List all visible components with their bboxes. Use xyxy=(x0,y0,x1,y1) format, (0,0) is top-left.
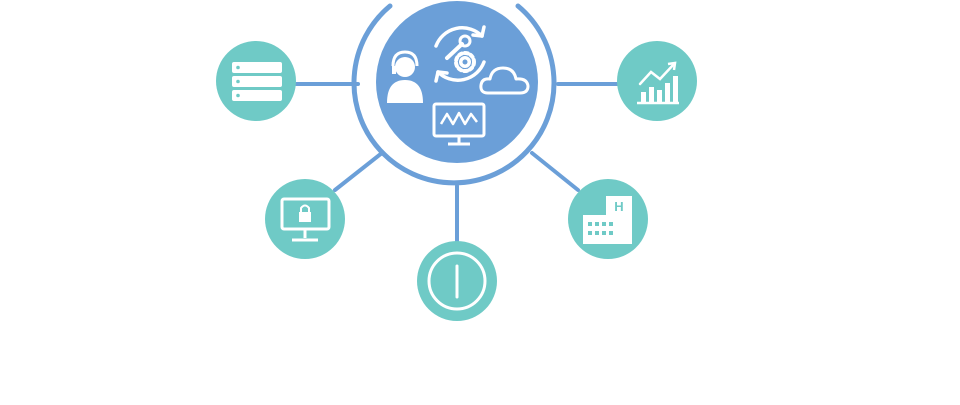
node-analytics-disc xyxy=(617,41,697,121)
hub-disc xyxy=(376,1,538,163)
node-power xyxy=(417,241,497,321)
connector-secure-monitor xyxy=(333,151,384,192)
server-rack-icon xyxy=(232,62,282,101)
node-secure-monitor xyxy=(265,179,345,259)
monitor-lock-icon xyxy=(280,197,331,242)
cloud-icon xyxy=(479,66,530,95)
hub-outer-ring xyxy=(351,3,557,186)
node-hospital: H xyxy=(568,179,648,259)
bar-chart-growth-icon xyxy=(637,61,679,105)
headset-support-icon xyxy=(387,50,423,103)
wrench-gear-cycle-icon xyxy=(434,25,486,83)
node-server xyxy=(216,41,296,121)
monitor-waveform-icon xyxy=(432,102,486,146)
hospital-building-icon: H xyxy=(583,196,632,244)
connector-hospital xyxy=(530,151,580,192)
power-icon xyxy=(427,251,487,311)
connectors xyxy=(294,82,620,245)
node-analytics xyxy=(617,41,697,121)
hospital-label: H xyxy=(614,199,623,214)
